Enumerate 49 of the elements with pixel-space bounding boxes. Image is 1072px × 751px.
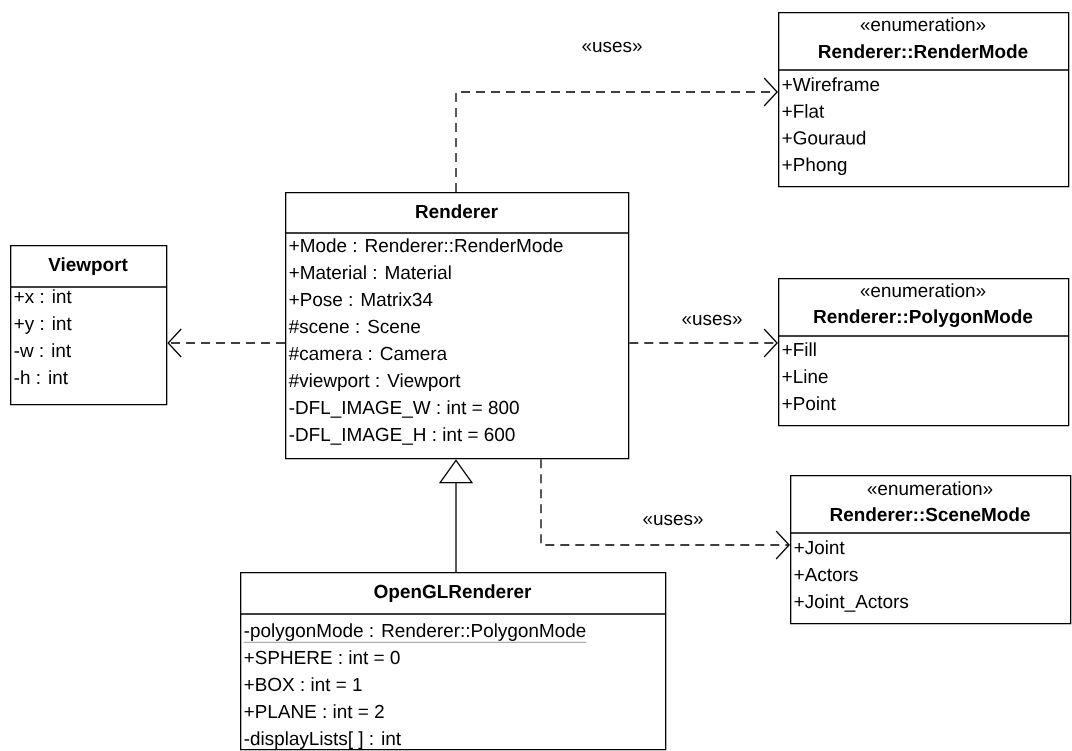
attribute-text: +Fill [782, 342, 816, 356]
attribute-text: -DFL_IMAGE_W : int = 800 [289, 400, 519, 418]
class-box [777, 278, 1070, 427]
edge-label: «uses» [643, 514, 703, 526]
attribute-text: #scene : Scene [288, 319, 421, 334]
class-box [9, 245, 168, 406]
class-name: Renderer::SceneMode [830, 507, 1030, 522]
stereotype-label: «enumeration» [867, 481, 993, 496]
attribute-text: +BOX : int = 1 [244, 677, 362, 692]
attribute-text: +x : int [14, 289, 72, 304]
class-box [777, 12, 1070, 188]
class-name: OpenGLRenderer [374, 584, 532, 602]
attribute-text: +y : int [14, 316, 72, 334]
attribute-text: +Joint_Actors [794, 594, 909, 612]
class-box [789, 475, 1072, 625]
attribute-text: #camera : Camera [288, 346, 448, 361]
attribute-text: +Wireframe [782, 77, 880, 92]
attribute-text: -displayLists[ ] : int [244, 731, 401, 749]
attribute-text: +Point [782, 396, 836, 411]
attribute-text: -w : int [14, 343, 71, 358]
attribute-text: +Material : Material [289, 265, 451, 280]
class-name: Renderer::RenderMode [819, 44, 1028, 59]
arrow [540, 458, 790, 560]
attribute-text: +Mode : Renderer::RenderMode [289, 238, 563, 253]
class-name: Renderer::PolygonMode [814, 309, 1033, 327]
arrow [167, 328, 286, 358]
attribute-text: +Pose : Matrix34 [289, 292, 433, 307]
attribute-text: +Joint [794, 540, 845, 555]
attribute-text: +PLANE : int = 2 [244, 704, 384, 719]
edge-label: «uses» [582, 41, 642, 53]
class-name: Viewport [48, 257, 128, 275]
attribute-text: +Line [782, 369, 828, 384]
attribute-text: +Flat [782, 104, 825, 118]
stereotype-label: «enumeration» [860, 283, 986, 298]
stereotype-label: «enumeration» [860, 17, 986, 32]
attribute-text: +Phong [782, 157, 847, 175]
class-box [239, 572, 667, 751]
edge-label: «uses» [682, 314, 742, 326]
attribute-text: +Actors [794, 568, 858, 582]
class-box [284, 192, 630, 460]
attribute-text: -DFL_IMAGE_H : int = 600 [289, 427, 515, 445]
arrow [628, 328, 778, 358]
attribute-text: -h : int [14, 370, 68, 385]
attribute-text: +SPHERE : int = 0 [244, 650, 400, 665]
attribute-text: #viewport : Viewport [288, 373, 461, 391]
arrow [455, 77, 778, 193]
attribute-text: +Gouraud [782, 130, 866, 145]
class-name: Renderer [416, 204, 498, 219]
attribute-text: -polygonMode : Renderer::PolygonMode [243, 623, 587, 643]
